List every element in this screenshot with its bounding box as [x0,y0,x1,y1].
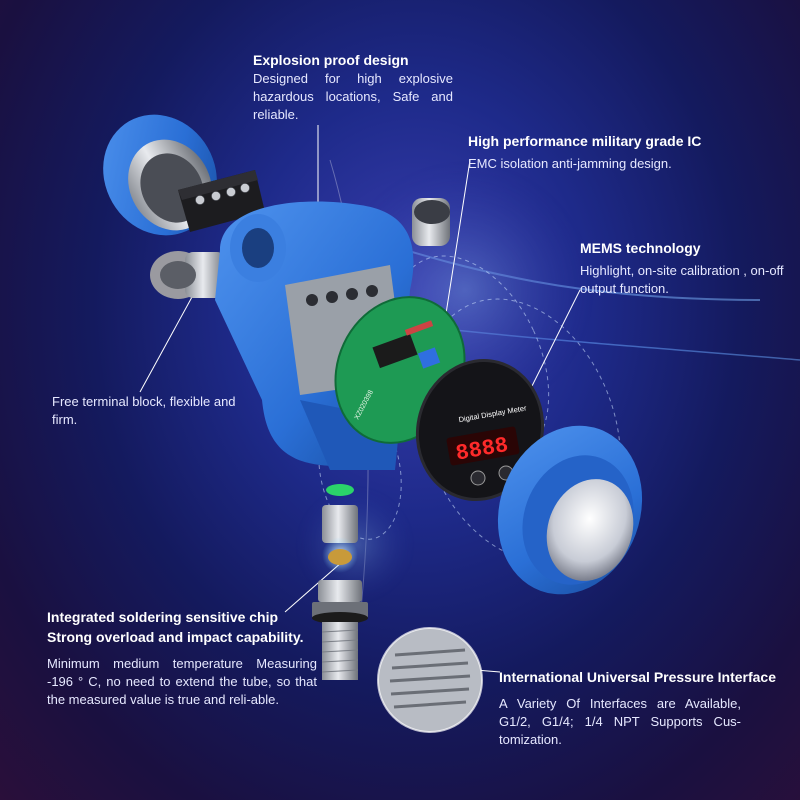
feature-title: International Universal Pressure Interfa… [499,669,776,685]
feature-body: A Variety Of Interfaces are Available, G… [499,696,741,747]
feature-body: Highlight, on-site calibration , on-off … [580,263,784,296]
feature-title: Integrated soldering sensitive chip [47,609,279,625]
feature-title: MEMS technology [580,240,701,256]
pressure-port [312,484,368,680]
feature-terminal-block: Free terminal block, flexible and firm. [52,393,242,429]
feature-body: EMC isolation anti-jamming design. [468,156,672,171]
feature-body: Minimum medium temperature Measuring -19… [47,656,317,707]
feature-pressure-interface: International Universal Pressure Interfa… [499,667,791,749]
feature-military-ic: High performance military grade IC EMC i… [468,131,788,173]
feature-explosion-proof: Explosion proof design Designed for high… [253,50,453,124]
feature-body: Designed for high explosive hazardous lo… [253,71,453,122]
feature-sensitive-chip: Integrated soldering sensitive chip Stro… [47,607,317,709]
feature-mems: MEMS technology Highlight, on-site calib… [580,238,790,298]
cable-gland-right [412,198,450,246]
feature-subtitle: Strong overload and impact capability. [47,629,304,645]
feature-title: High performance military grade IC [468,133,702,149]
rear-cover [103,114,217,236]
front-cover [497,425,643,595]
feature-title: Explosion proof design [253,52,409,68]
thread-zoom [377,627,483,733]
feature-body: Free terminal block, flexible and firm. [52,394,236,427]
display-meter: 8888 Digital Display Meter [415,359,545,501]
cable-gland-left [150,251,225,299]
